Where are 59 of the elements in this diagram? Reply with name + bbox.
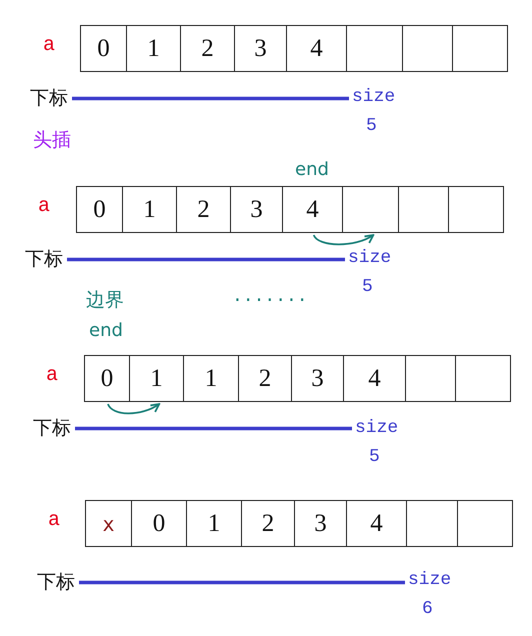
array-cell: x — [85, 500, 132, 547]
array-cell — [346, 25, 403, 72]
array-cell: 2 — [238, 355, 292, 402]
array-cell — [342, 186, 399, 233]
pointer-label: end — [89, 322, 123, 340]
array-name: a — [38, 197, 50, 217]
array-cell: 2 — [176, 186, 231, 233]
index-label: 下标 — [30, 89, 68, 108]
array-cell: 0 — [80, 25, 127, 72]
array-cell — [405, 355, 456, 402]
array-cell: 4 — [343, 355, 406, 402]
array-cell — [398, 186, 449, 233]
array-cell: 4 — [282, 186, 343, 233]
size-label: size — [348, 249, 392, 267]
array-name: a — [43, 36, 56, 56]
array-cell: 0 — [84, 355, 130, 402]
array-name: a — [46, 366, 58, 386]
index-label: 下标 — [37, 573, 75, 592]
curved-arrow — [107, 403, 160, 414]
array-cell — [457, 500, 513, 547]
index-label: 下标 — [25, 250, 63, 269]
array-cell: 1 — [183, 355, 239, 402]
array-cell — [455, 355, 511, 402]
size-value: 5 — [369, 448, 380, 466]
array-cell: 3 — [291, 355, 344, 402]
size-value: 5 — [366, 117, 377, 135]
pointer-label: end — [295, 161, 329, 179]
array-name: a — [48, 511, 60, 531]
array-cell: 2 — [180, 25, 235, 72]
size-label: size — [355, 419, 398, 437]
curved-arrow — [312, 234, 374, 246]
range-line — [67, 258, 345, 262]
index-label: 下标 — [33, 419, 71, 438]
array-cell: 0 — [131, 500, 187, 547]
range-line — [75, 426, 352, 430]
range-line — [72, 96, 349, 100]
ellipsis-text: ....... — [232, 288, 308, 306]
array-cell — [452, 25, 508, 72]
array-cell: 0 — [76, 186, 123, 233]
array-cell: 4 — [346, 500, 407, 547]
size-label: size — [408, 571, 452, 589]
array-cell: 4 — [286, 25, 347, 72]
array-cell: 1 — [186, 500, 242, 547]
array-cell: 3 — [294, 500, 347, 547]
range-line — [79, 580, 405, 584]
array-cell — [402, 25, 453, 72]
array-cell — [406, 500, 458, 547]
array-cell: 1 — [126, 25, 181, 72]
array-cell: 2 — [241, 500, 295, 547]
size-label: size — [352, 88, 396, 106]
array-cell: 1 — [129, 355, 184, 402]
note-label: 边界 — [86, 291, 124, 310]
size-value: 6 — [422, 600, 433, 618]
size-value: 5 — [362, 278, 373, 296]
array-cell: 3 — [234, 25, 287, 72]
array-cell: 1 — [122, 186, 177, 233]
array-cell — [448, 186, 504, 233]
array-cell: 3 — [230, 186, 283, 233]
section-heading: 头插 — [33, 131, 71, 150]
